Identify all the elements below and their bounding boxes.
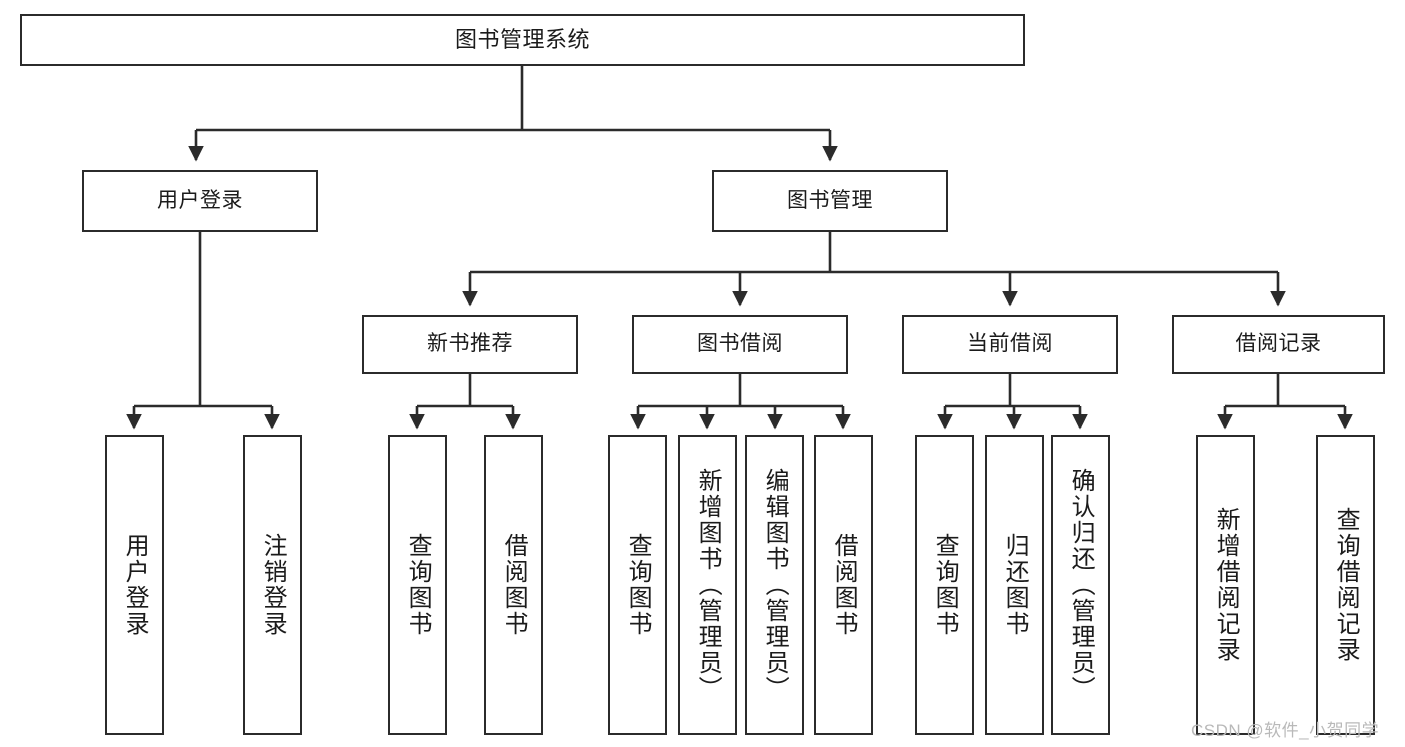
node-label: 图书管理系统 [454,27,590,53]
node-label: 新增借阅记录 [1212,507,1240,663]
node-label: 图书管理 [787,188,873,212]
node-label: 查询图书 [931,533,959,637]
node-label: 当前借阅 [967,332,1053,356]
node-new-book-recommend[interactable]: 新书推荐 [362,315,578,374]
csdn-watermark: CSDN @软件_小贺同学 [1191,721,1380,740]
leaf-borrow-book-recommend[interactable]: 借阅图书 [484,435,543,735]
node-book-management-system[interactable]: 图书管理系统 [20,14,1025,66]
node-borrow-record[interactable]: 借阅记录 [1172,315,1385,374]
node-label: 借阅记录 [1235,332,1322,356]
leaf-add-book-admin[interactable]: 新增图书（管理员） [678,435,737,735]
leaf-query-book-borrow[interactable]: 查询图书 [608,435,667,735]
node-user-login[interactable]: 用户登录 [82,170,318,232]
node-book-management[interactable]: 图书管理 [712,170,948,232]
leaf-edit-book-admin[interactable]: 编辑图书（管理员） [745,435,804,735]
leaf-user-login[interactable]: 用户登录 [105,435,164,735]
leaf-add-borrow-record[interactable]: 新增借阅记录 [1196,435,1255,735]
node-current-borrow[interactable]: 当前借阅 [902,315,1118,374]
node-label: 查询借阅记录 [1332,507,1360,663]
leaf-query-borrow-record[interactable]: 查询借阅记录 [1316,435,1375,735]
leaf-return-book[interactable]: 归还图书 [985,435,1044,735]
node-label: 查询图书 [624,533,652,637]
node-book-borrow[interactable]: 图书借阅 [632,315,848,374]
leaf-confirm-return-admin[interactable]: 确认归还（管理员） [1051,435,1110,735]
node-label: 新书推荐 [427,332,513,356]
node-label: 归还图书 [1001,533,1029,637]
node-label: 借阅图书 [500,533,528,637]
leaf-query-book-recommend[interactable]: 查询图书 [388,435,447,735]
node-label: 新增图书（管理员） [694,468,722,702]
node-label: 注销登录 [259,533,287,637]
node-label: 编辑图书（管理员） [761,468,789,702]
node-label: 确认归还（管理员） [1067,468,1095,702]
node-label: 图书借阅 [697,332,783,356]
node-label: 用户登录 [121,533,149,637]
node-label: 用户登录 [157,188,243,212]
node-label: 查询图书 [404,533,432,637]
node-label: 借阅图书 [830,533,858,637]
leaf-logout-login[interactable]: 注销登录 [243,435,302,735]
leaf-query-book-current[interactable]: 查询图书 [915,435,974,735]
leaf-borrow-book-borrow[interactable]: 借阅图书 [814,435,873,735]
